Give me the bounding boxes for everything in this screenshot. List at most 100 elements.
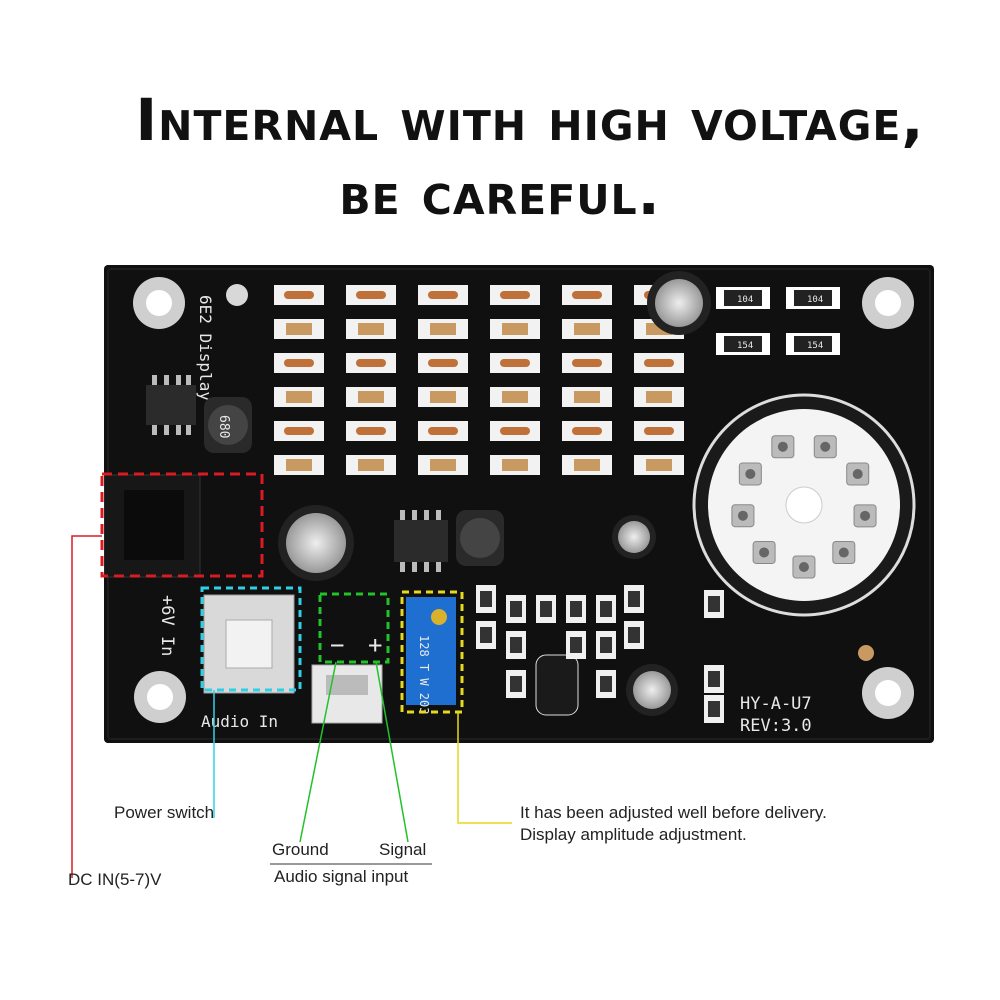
pcb-substrate (104, 265, 934, 743)
tube-pin (792, 555, 816, 579)
warning-headline-line1: Internal with high voltage, (135, 86, 925, 154)
display-label: 6E2 Display (196, 295, 215, 401)
inductor-left: 680 (204, 397, 252, 453)
smd-104-label-left: 104 (737, 295, 753, 305)
dc-jack (104, 474, 201, 578)
grid-component (274, 319, 324, 339)
grid-component (346, 319, 396, 339)
smd-part (506, 670, 526, 698)
mounting-hole-bottom-right (862, 667, 914, 719)
smd-part (566, 595, 586, 623)
grid-component (562, 285, 612, 305)
smd-part (704, 695, 724, 723)
tube-pin (846, 462, 870, 486)
warning-headline-line2: be careful. (339, 160, 661, 228)
potentiometer: 128 T W 203 (406, 597, 456, 714)
dc-in-leader-line (71, 535, 102, 878)
smd-part (704, 590, 724, 618)
grid-component (418, 353, 468, 373)
smd-part (704, 665, 724, 693)
smd-part (566, 631, 586, 659)
tube-pin (752, 540, 776, 564)
grid-component (634, 421, 684, 441)
ground-leader-line (299, 661, 337, 843)
smd-part (596, 595, 616, 623)
grid-component (274, 455, 324, 475)
grid-component (490, 387, 540, 407)
signal-leader-line (375, 661, 409, 843)
grid-component (418, 421, 468, 441)
grid-component (562, 319, 612, 339)
tube-pin (832, 541, 856, 565)
grid-component (346, 387, 396, 407)
smd-part (506, 631, 526, 659)
adjust-leader-line (457, 712, 512, 824)
ground-annotation: Ground (272, 840, 329, 859)
grid-component (490, 353, 540, 373)
tube-pin (813, 435, 837, 459)
minus-label: − (330, 631, 344, 659)
smd-part (596, 670, 616, 698)
smd-154-left: 154 (716, 333, 770, 355)
audio-connector (311, 664, 383, 724)
grid-component (562, 421, 612, 441)
smd-104-left: 104 (716, 287, 770, 309)
revision-label: REV:3.0 (740, 716, 812, 736)
grid-component (418, 387, 468, 407)
smd-104-label-right: 104 (807, 295, 823, 305)
grid-component (418, 319, 468, 339)
power-switch-body (203, 594, 295, 694)
ic-chip-middle (394, 510, 448, 572)
grid-component (346, 285, 396, 305)
mounting-hole-top-left (133, 277, 185, 329)
inductor-middle (456, 510, 504, 566)
capacitor-top-right (647, 271, 711, 335)
plus-label: + (368, 631, 382, 659)
adjust-annotation-line2: Display amplitude adjustment. (520, 825, 747, 844)
pad-copper (858, 645, 874, 661)
grid-component (490, 421, 540, 441)
smd-part (624, 621, 644, 649)
grid-component (418, 285, 468, 305)
tube-pin (731, 504, 755, 528)
signal-annotation: Signal (379, 840, 427, 859)
tube-pin (771, 435, 795, 459)
smd-154-right: 154 (786, 333, 840, 355)
adjust-annotation-line1: It has been adjusted well before deliver… (520, 803, 827, 822)
smd-part (536, 595, 556, 623)
grid-component (634, 387, 684, 407)
mounting-hole-bottom-left (134, 671, 186, 723)
ic-chip-left (146, 375, 196, 435)
power-switch-highlight-box (200, 586, 302, 692)
grid-component (562, 387, 612, 407)
adjust-highlight-box (400, 590, 464, 714)
capacitor-middle (278, 505, 354, 581)
inductor-label: 680 (216, 415, 231, 438)
smd-154-label-left: 154 (737, 341, 753, 351)
dc-in-highlight-box (100, 472, 264, 578)
tube-pin (738, 462, 762, 486)
audio-label: Audio In (201, 712, 278, 731)
smd-part (624, 585, 644, 613)
smd-cluster-right (476, 585, 724, 723)
grid-component (490, 285, 540, 305)
capacitor-small-2 (626, 664, 678, 716)
grid-component (346, 421, 396, 441)
model-label: HY-A-U7 (740, 694, 812, 714)
grid-component (634, 455, 684, 475)
audio-highlight-box (318, 592, 390, 664)
grid-component (274, 353, 324, 373)
grid-component (346, 455, 396, 475)
smd-104-right: 104 (786, 287, 840, 309)
mounting-hole-top-right (862, 277, 914, 329)
transistor (535, 654, 579, 716)
smd-part (596, 631, 616, 659)
grid-component (274, 387, 324, 407)
tube-pin (853, 504, 877, 528)
smd-part (506, 595, 526, 623)
pot-label: 128 T W 203 (417, 635, 431, 714)
tube-socket (692, 393, 916, 617)
grid-component (274, 285, 324, 305)
component-grid (274, 285, 684, 475)
